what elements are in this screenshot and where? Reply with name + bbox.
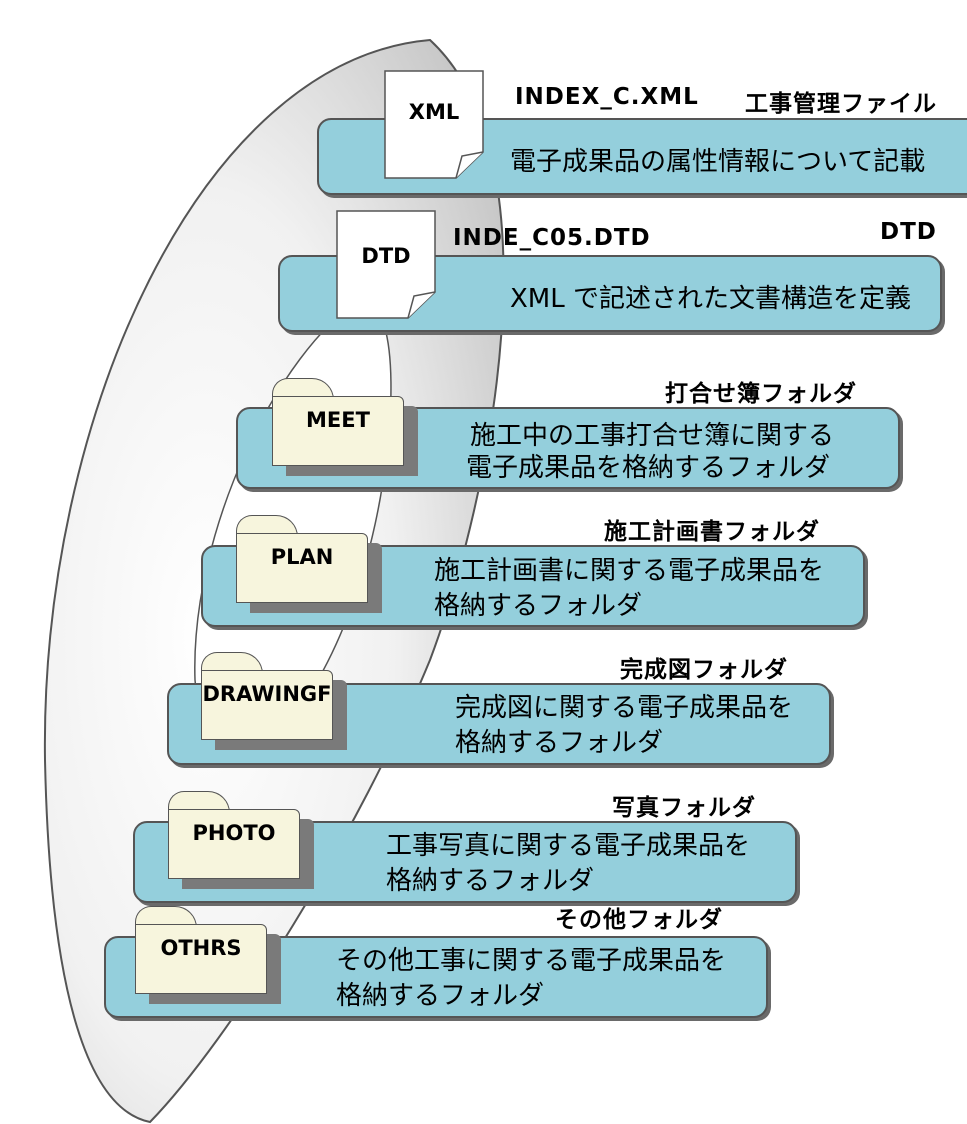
othrs-folder-name: OTHRS [160,936,242,960]
drawingf-description-line2: 格納するフォルダ [455,728,664,758]
dtd-file-icon: DTD [336,210,436,320]
folder-body [272,396,404,466]
plan-description-line2: 格納するフォルダ [434,591,643,621]
othrs-description-line2: 格納するフォルダ [336,981,545,1011]
xml-file-icon: XML [384,70,484,180]
xml-icon-label: XML [408,100,460,124]
drawingf-folder-title: 完成図フォルダ [620,657,788,683]
dtd-filename: INDE_C05.DTD [453,225,651,251]
xml-description: 電子成果品の属性情報について記載 [510,147,926,177]
meet-description-line1: 施工中の工事打合せ簿に関する [470,421,835,451]
xml-filename: INDEX_C.XML [515,84,699,110]
meet-description-line2: 電子成果品を格納するフォルダ [466,453,831,483]
plan-folder-name: PLAN [270,545,334,569]
drawingf-description-line1: 完成図に関する電子成果品を [455,693,794,723]
photo-description-line2: 格納するフォルダ [386,866,595,896]
document-icon [336,210,436,319]
document-icon [384,70,484,179]
photo-description-line1: 工事写真に関する電子成果品を [386,831,751,861]
dtd-description: XML で記述された文書構造を定義 [510,284,911,314]
xml-title: 工事管理ファイル [745,91,937,117]
meet-folder-name: MEET [306,408,370,432]
folder-body [201,670,333,740]
folder-body [236,533,368,603]
dtd-title: DTD [880,219,937,245]
photo-folder-title: 写真フォルダ [612,795,756,821]
dtd-icon-label: DTD [361,244,411,268]
drawingf-folder-name: DRAWINGF [202,682,332,706]
plan-description-line1: 施工計画書に関する電子成果品を [434,556,825,586]
othrs-description-line1: その他工事に関する電子成果品を [336,946,727,976]
folder-body [168,809,300,879]
plan-folder-title: 施工計画書フォルダ [604,519,820,545]
meet-folder-title: 打合せ簿フォルダ [665,381,857,407]
othrs-folder-title: その他フォルダ [555,907,723,933]
folder-body [135,924,267,994]
photo-folder-name: PHOTO [192,821,276,845]
